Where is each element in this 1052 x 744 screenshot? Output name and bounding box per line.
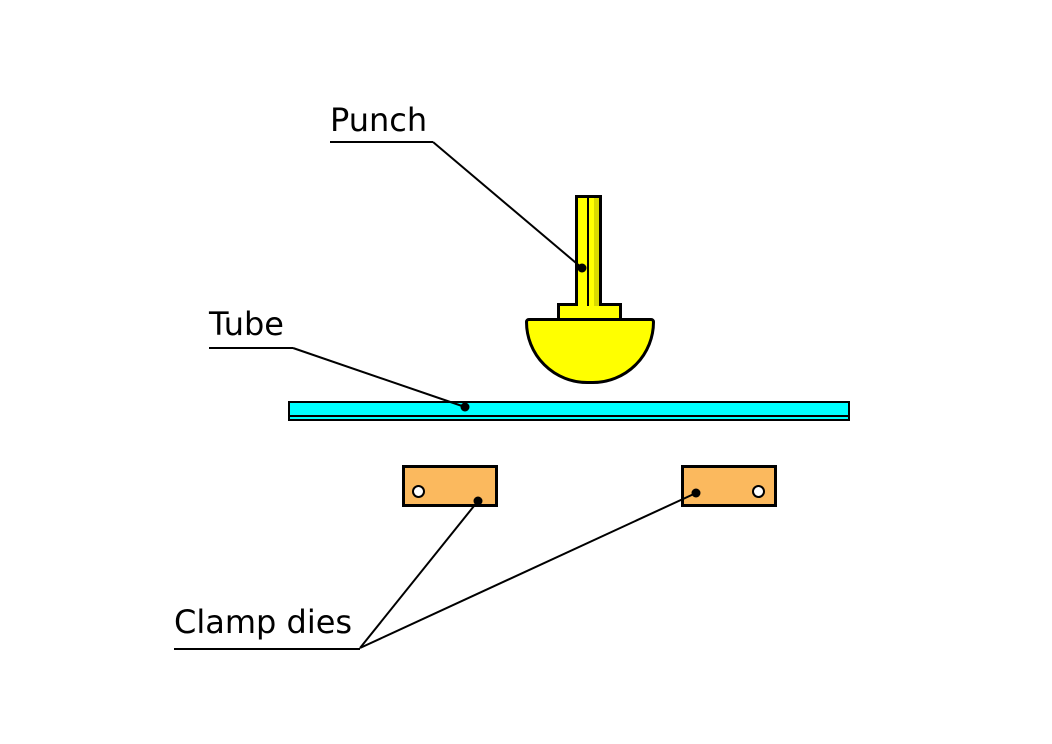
clamp-die-left-hole: [411, 484, 425, 498]
punch-shaft-shade: [594, 198, 599, 306]
tube-label: Tube: [209, 305, 284, 343]
tube-leader-line: [292, 347, 466, 408]
punch-head-dome: [525, 318, 655, 384]
clamp-die-left: [402, 465, 498, 507]
clamp-die-right-hole: [751, 484, 765, 498]
clamp-dies-leader-line-right: [359, 492, 697, 649]
clamp-die-right: [681, 465, 777, 507]
punch-leader-line: [432, 141, 583, 269]
clamp-dies-label: Clamp dies: [174, 603, 353, 641]
punch-label: Punch: [330, 101, 428, 139]
clamp-dies-leader-line-left: [359, 500, 479, 649]
tube-wall-line: [290, 415, 848, 417]
punch-shaft-seam-line: [587, 198, 589, 306]
punch-shaft: [575, 195, 602, 306]
tube-shape: [288, 401, 850, 421]
